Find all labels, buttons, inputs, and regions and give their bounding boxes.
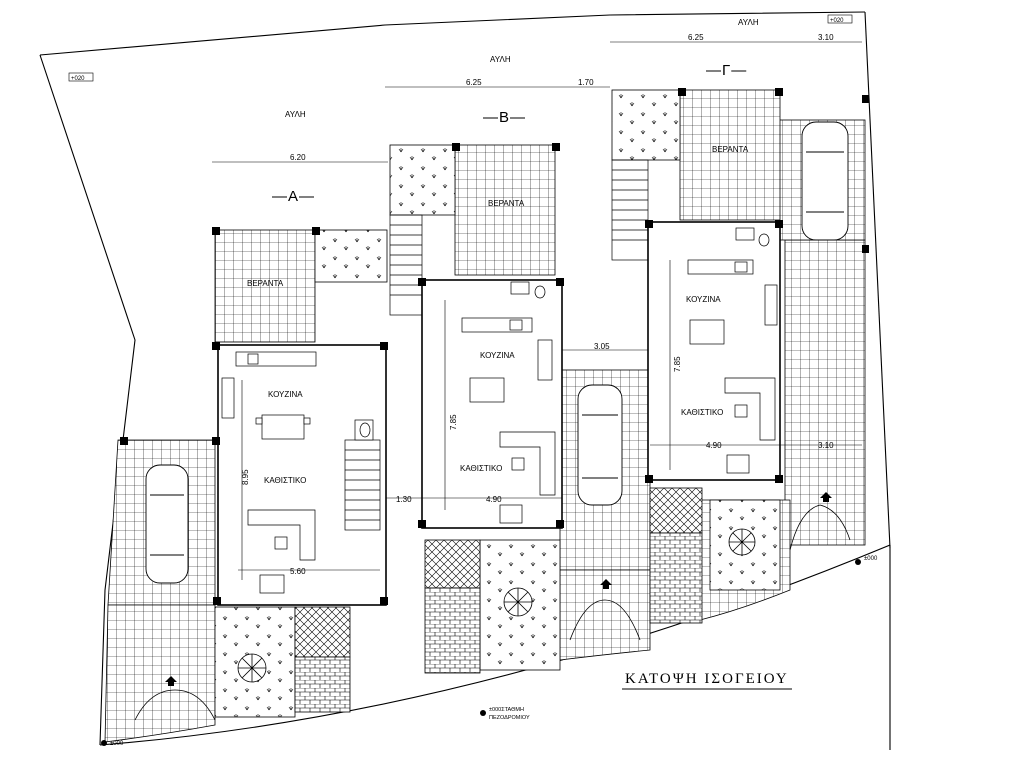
unit-a-label: —Α— [272, 188, 315, 205]
unit-labels: —Α— —Β— —Γ— [272, 62, 747, 205]
unit-a-kitchen-label: ΚΟΥΖΙΝΑ [268, 390, 303, 399]
unit-b-living-label: ΚΑΘΙΣΤΙΚΟ [460, 464, 502, 473]
unit-b-label: —Β— [483, 109, 526, 126]
drawing-title: ΚΑΤΟΨΗ ΙΣΟΓΕΙΟΥ [625, 671, 789, 687]
unit-g-yard-label: ΑΥΛΗ [738, 18, 759, 27]
unit-b-yard-label: ΑΥΛΗ [490, 55, 511, 64]
unit-a-living-label: ΚΑΘΙΣΤΙΚΟ [264, 476, 306, 485]
elevation-markers: +020 +020 ±000 ±000 ±000ΣΤΑΘΜΗ ΠΕΖΟΔΡΟΜΙ… [68, 14, 878, 747]
room-labels: ΑΥΛΗ ΑΥΛΗ ΑΥΛΗ ΒΕΡΑΝΤΑ ΒΕΡΑΝΤΑ ΒΕΡΑΝΤΑ Κ… [247, 18, 759, 485]
trees [237, 528, 756, 683]
parked-cars [145, 121, 849, 584]
unit-g-kitchen-label: ΚΟΥΖΙΝΑ [686, 295, 721, 304]
unit-g-label: —Γ— [706, 62, 747, 79]
unit-b-kitchen-label: ΚΟΥΖΙΝΑ [480, 351, 515, 360]
elevation-top-right: +020 [830, 18, 844, 24]
unit-g-inner-width: 4.90 [706, 441, 722, 450]
furniture-unit-a [221, 351, 374, 594]
furniture-unit-b [461, 281, 556, 524]
unit-b-depth-dim: 7.85 [449, 414, 458, 430]
unit-a-width-dim: 6.20 [290, 153, 306, 162]
unit-a-depth-dim: 8.95 [241, 469, 250, 485]
elevation-bottom-left: ±000 [110, 741, 124, 747]
elevation-right: ±000 [864, 556, 878, 562]
gates [134, 504, 851, 721]
dimension-lines [212, 41, 862, 580]
unit-g-side-dim-2: 3.10 [818, 441, 834, 450]
unit-a-inner-width: 5.60 [290, 567, 306, 576]
elevation-top-left: +020 [71, 76, 85, 82]
entrance-paths [294, 487, 703, 713]
unit-a-veranda-label: ΒΕΡΑΝΤΑ [247, 279, 284, 288]
unit-g-side-dim: 3.10 [818, 33, 834, 42]
unit-g-depth-dim: 7.85 [673, 356, 682, 372]
unit-g-width-dim: 6.25 [688, 33, 704, 42]
unit-b-veranda-label: ΒΕΡΑΝΤΑ [488, 199, 525, 208]
dimension-labels: 6.20 6.25 1.70 6.25 3.10 3.05 1.30 4.90 … [241, 33, 834, 576]
site-boundary [39, 11, 891, 750]
furniture-unit-g [687, 227, 778, 474]
bench-mark-line-1: ±000ΣΤΑΘΜΗ [489, 707, 524, 713]
columns [120, 88, 869, 605]
veranda-tiles [214, 89, 781, 343]
unit-b-inner-width: 4.90 [486, 495, 502, 504]
entry-arrows [165, 492, 832, 686]
unit-g-veranda-label: ΒΕΡΑΝΤΑ [712, 145, 749, 154]
unit-g-living-label: ΚΑΘΙΣΤΙΚΟ [681, 408, 723, 417]
unit-g-gap-dim: 3.05 [594, 342, 610, 351]
unit-b-side-dim: 1.70 [578, 78, 594, 87]
unit-a-yard-label: ΑΥΛΗ [285, 110, 306, 119]
unit-b-gap-dim: 1.30 [396, 495, 412, 504]
unit-b-width-dim: 6.25 [466, 78, 482, 87]
bench-mark-line-2: ΠΕΖΟΔΡΟΜΙΟΥ [489, 715, 530, 721]
